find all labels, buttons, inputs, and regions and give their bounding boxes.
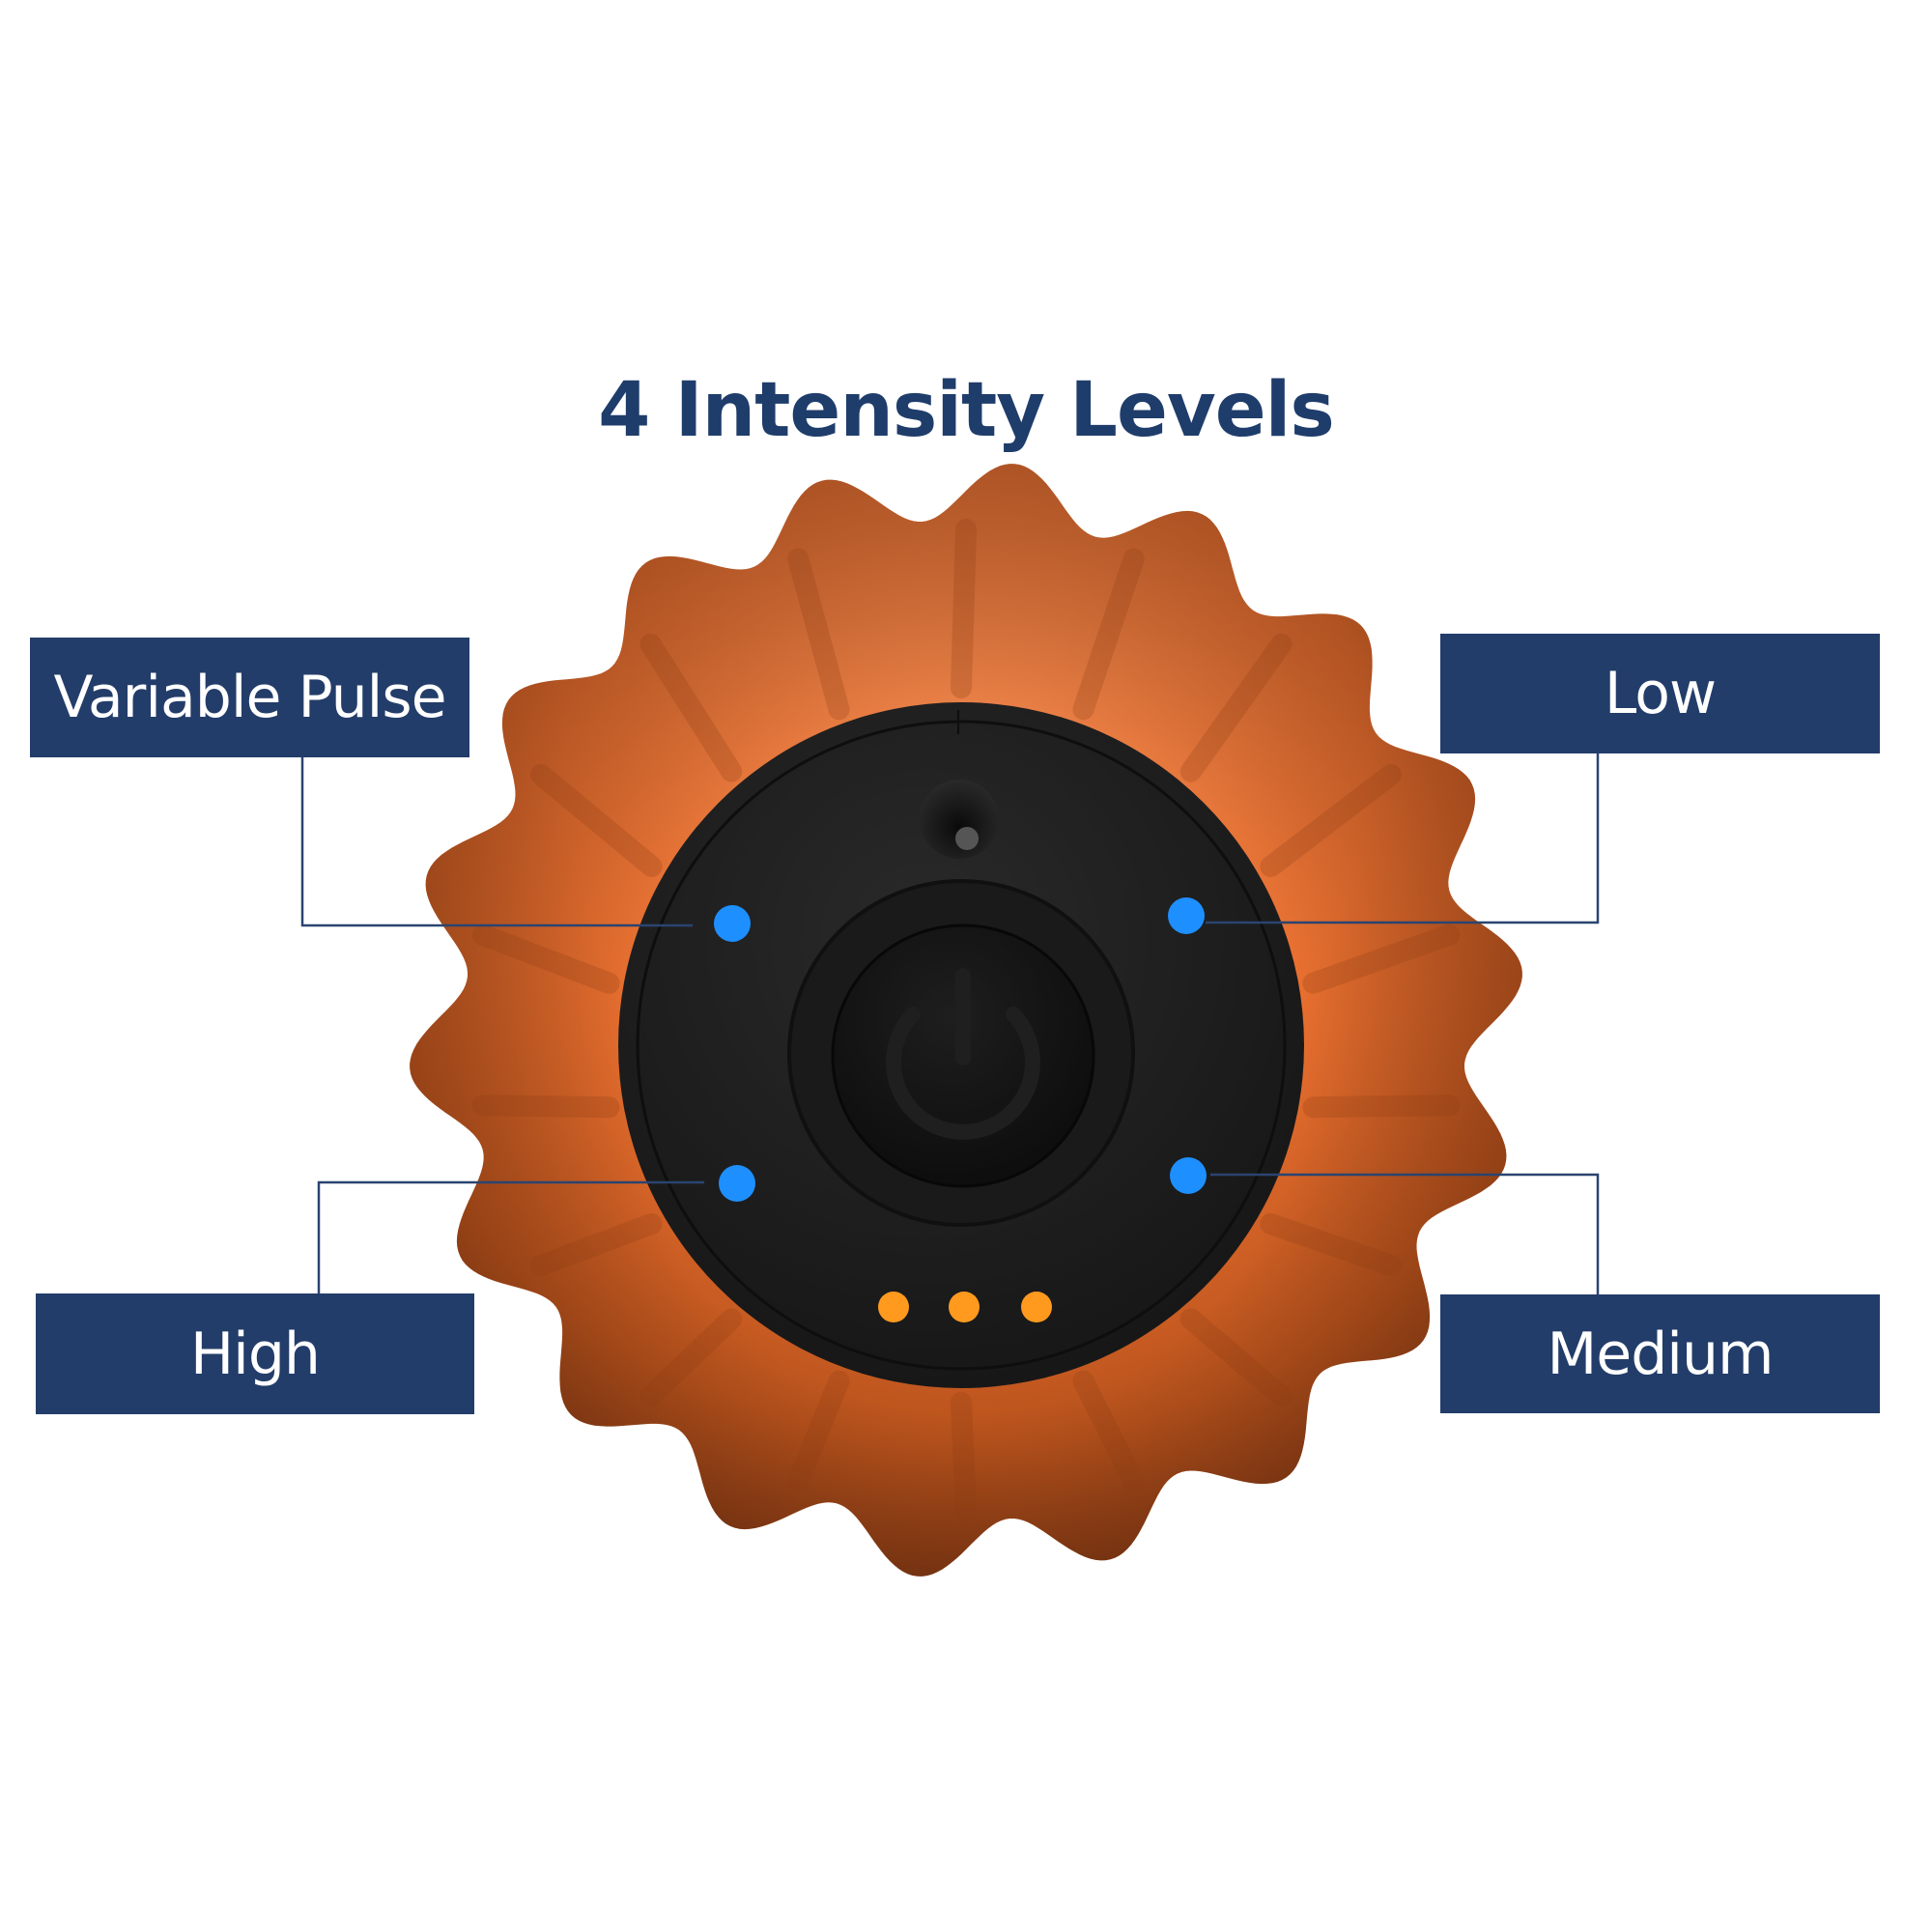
connector-high [317, 1180, 704, 1293]
connector-variable-pulse [300, 757, 693, 927]
control-disc-bevel [636, 720, 1287, 1371]
led-variable-pulse [714, 905, 751, 942]
power-button[interactable] [831, 923, 1095, 1188]
power-icon [886, 968, 1040, 1140]
label-high-text: High [190, 1320, 321, 1388]
massage-ball-ridges [471, 519, 1461, 1521]
led-high [719, 1165, 755, 1202]
label-low-text: Low [1604, 660, 1717, 727]
label-variable-pulse-text: Variable Pulse [53, 664, 447, 731]
battery-led-3 [1021, 1292, 1052, 1322]
label-medium-text: Medium [1547, 1320, 1775, 1388]
sensor-window [920, 780, 999, 859]
battery-led-1 [878, 1292, 909, 1322]
sensor-hole [920, 780, 999, 859]
page-title: 4 Intensity Levels [598, 367, 1335, 454]
control-panel [618, 702, 1304, 1388]
connector-medium [1210, 1173, 1600, 1294]
label-medium: Medium [1440, 1294, 1880, 1413]
battery-led-2 [949, 1292, 980, 1322]
led-low [1168, 897, 1205, 934]
sensor-nub [955, 827, 979, 850]
label-high: High [36, 1293, 474, 1414]
label-low: Low [1440, 634, 1880, 753]
connector-low [1206, 753, 1600, 924]
led-medium [1170, 1157, 1207, 1194]
label-variable-pulse: Variable Pulse [30, 638, 469, 757]
